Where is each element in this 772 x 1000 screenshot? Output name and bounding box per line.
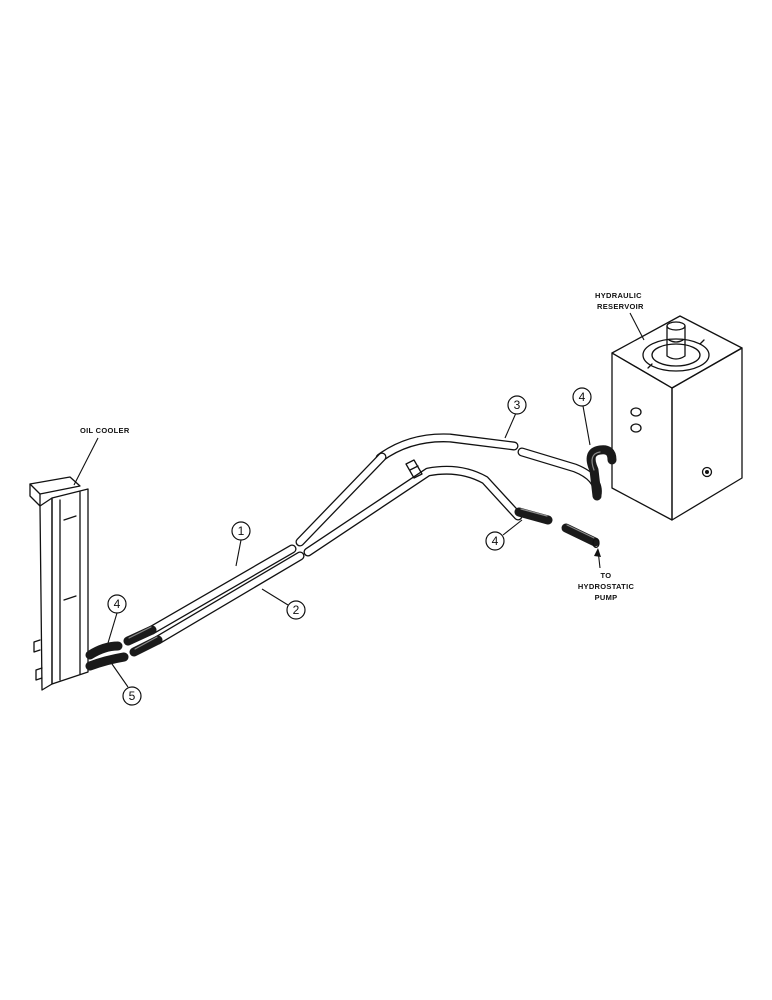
- oil-cooler-leader: [73, 437, 99, 486]
- callout-5: 5: [111, 663, 142, 706]
- hose-pump-a: [514, 507, 553, 525]
- callout-4-cooler: 4: [107, 594, 127, 644]
- svg-text:3: 3: [514, 398, 521, 412]
- tube-2: [153, 465, 523, 645]
- svg-text:5: 5: [129, 689, 136, 703]
- callout-1: 1: [231, 521, 251, 567]
- svg-text:4: 4: [114, 597, 121, 611]
- pump-label: TO HYDROSTATIC PUMP: [578, 571, 635, 602]
- callout-4-reservoir: 4: [572, 387, 592, 446]
- pump-label-line2: HYDROSTATIC: [578, 582, 635, 591]
- pump-arrow: [594, 548, 601, 569]
- oil-cooler-label: OIL COOLER: [80, 426, 130, 435]
- hose-cooler-lower: [85, 635, 163, 671]
- tube-coupler: [405, 459, 423, 479]
- pump-label-line3: PUMP: [595, 593, 618, 602]
- svg-text:4: 4: [579, 390, 586, 404]
- callout-3: 3: [504, 395, 527, 439]
- pump-label-line1: TO: [601, 571, 612, 580]
- reservoir-leader: [629, 312, 645, 341]
- hose-pump-b: [561, 523, 600, 549]
- svg-text:1: 1: [238, 524, 245, 538]
- tube-1: [147, 452, 387, 635]
- hose-reservoir-return: [586, 445, 617, 501]
- svg-text:2: 2: [293, 603, 300, 617]
- svg-text:4: 4: [492, 534, 499, 548]
- reservoir-label-line1: HYDRAULIC: [595, 291, 642, 300]
- hydraulic-reservoir: [611, 315, 743, 521]
- callout-2: 2: [261, 588, 306, 620]
- hose-cooler-upper: [85, 625, 157, 660]
- callout-4-pump: 4: [485, 519, 523, 551]
- reservoir-label-line2: RESERVOIR: [597, 302, 644, 311]
- oil-cooler: [29, 476, 89, 691]
